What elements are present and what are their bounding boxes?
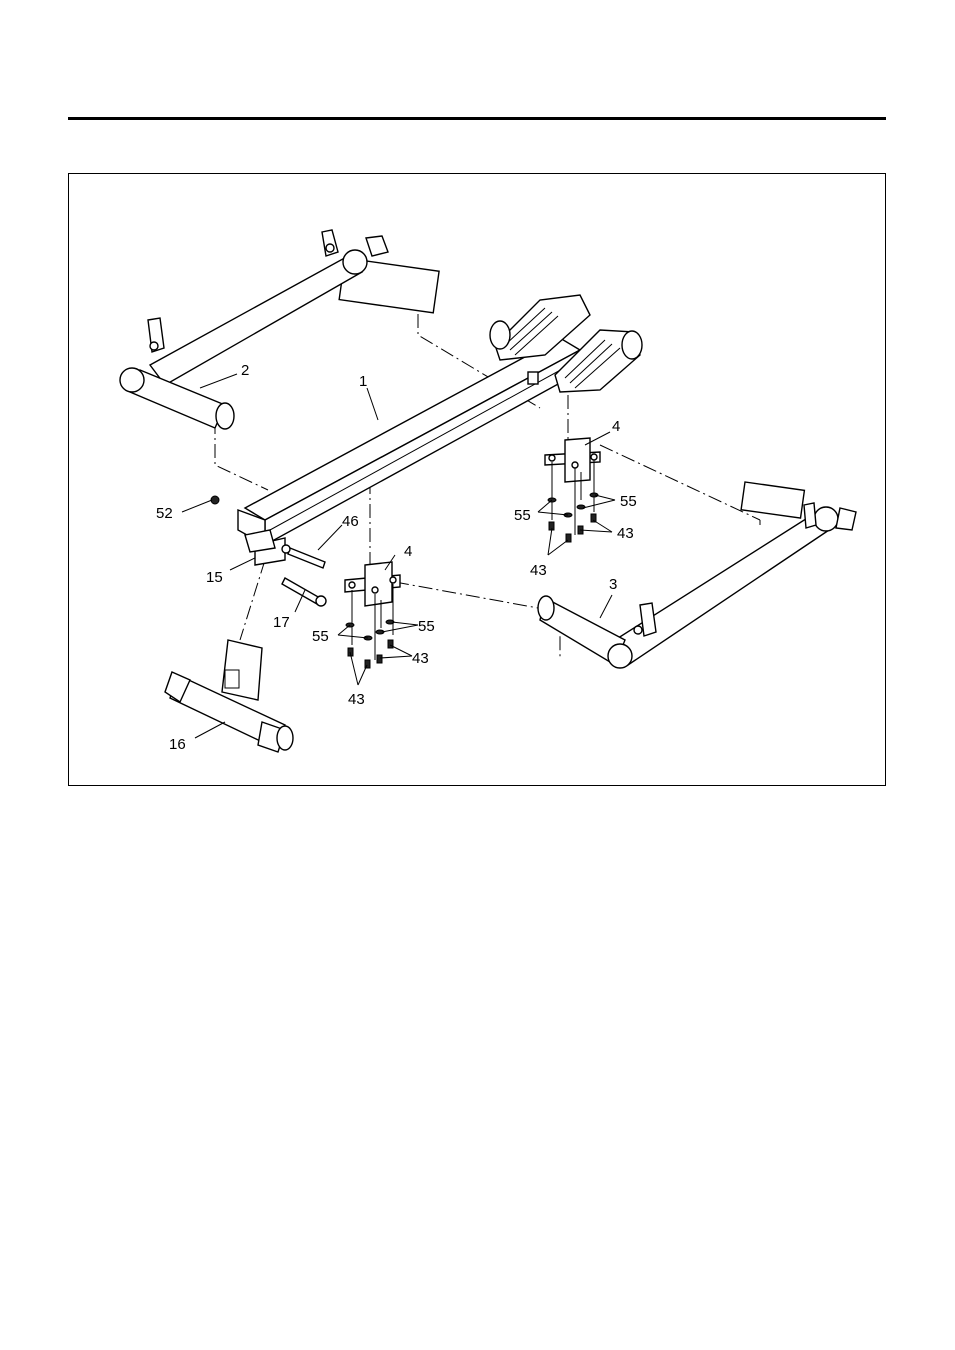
label-part-15: 15 [206,569,223,586]
label-part-55-right-lower: 55 [514,507,531,524]
label-part-55-left-left: 55 [312,628,329,645]
label-part-17: 17 [273,614,290,631]
label-part-2: 2 [241,362,249,379]
label-part-4-left: 4 [404,543,412,560]
label-part-55-right-upper: 55 [620,493,637,510]
part-2-rear-stabilizer [120,230,439,429]
part-52-nut [211,496,219,504]
part-46-bolt [282,545,325,568]
label-part-46: 46 [342,513,359,530]
label-part-43-right-lower: 43 [530,562,547,579]
part-4-bracket-left [345,562,400,606]
label-part-43-right-upper: 43 [617,525,634,542]
label-part-1: 1 [359,373,367,390]
label-part-4-right: 4 [612,418,620,435]
label-part-3: 3 [609,576,617,593]
part-3-front-stabilizer [538,482,856,668]
pedal-right [555,330,642,392]
part-4-bracket-right [545,438,600,482]
label-part-43-left-lower: 43 [348,691,365,708]
label-part-55-left-right: 55 [418,618,435,635]
label-part-16: 16 [169,736,186,753]
label-part-52: 52 [156,505,173,522]
label-part-43-left-upper: 43 [412,650,429,667]
part-1-main-rail [238,338,580,565]
